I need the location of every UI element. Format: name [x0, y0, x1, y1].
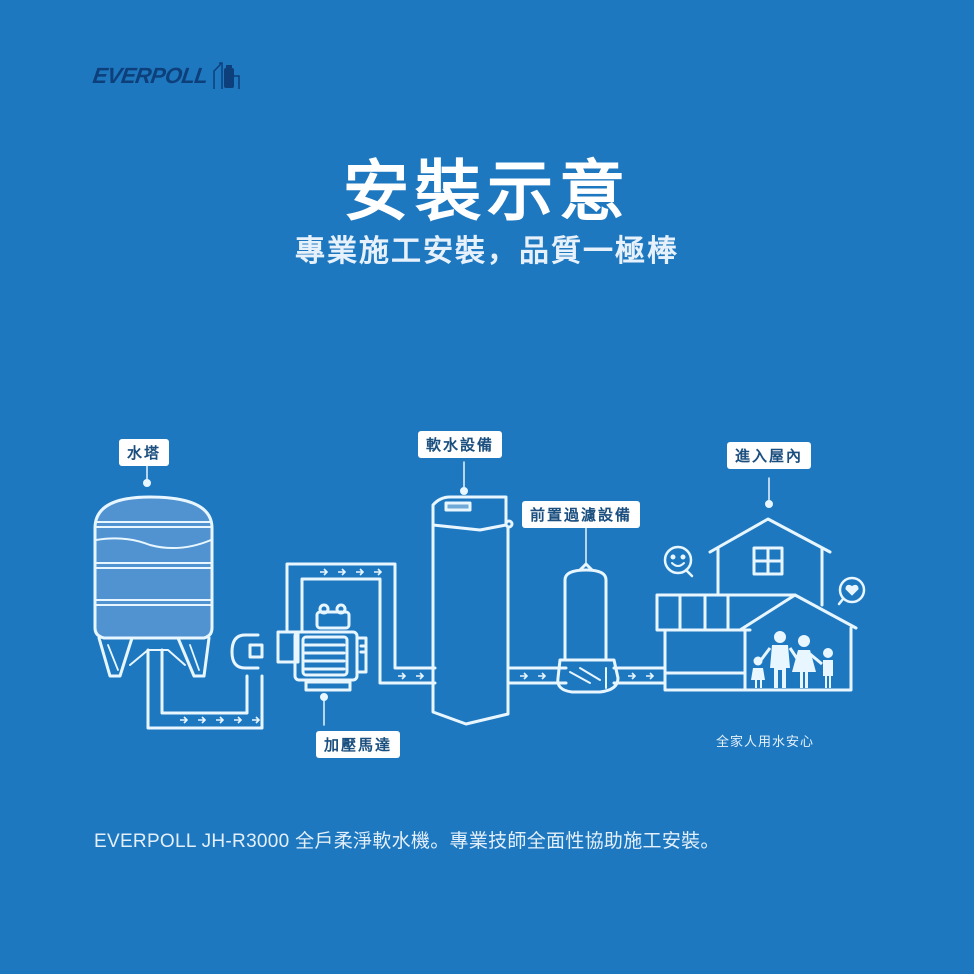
- pre-filter-icon: [556, 525, 620, 694]
- page-subtitle: 專業施工安裝，品質一極棒: [295, 234, 679, 269]
- footer-text: EVERPOLL JH-R3000 全戶柔淨軟水機。專業技師全面性協助施工安裝。: [94, 831, 720, 852]
- label-booster-pump: 加壓馬達: [316, 731, 401, 758]
- label-softener: 軟水設備: [418, 431, 503, 458]
- booster-pump-icon: [230, 603, 368, 726]
- logo-house-icon: [212, 62, 240, 89]
- label-pre-filter: 前置過濾設備: [522, 501, 641, 528]
- water-tower-icon: [93, 461, 214, 678]
- label-water-tower: 水塔: [119, 439, 170, 466]
- water-softener-icon: [431, 461, 514, 726]
- label-into-house: 進入屋內: [727, 442, 812, 469]
- house-icon: [655, 477, 866, 692]
- brand-logo: EVERPOLL: [91, 62, 242, 90]
- house-caption: 全家人用水安心: [716, 735, 815, 750]
- family-icon: [751, 631, 833, 688]
- page-title: 安裝示意: [343, 153, 631, 230]
